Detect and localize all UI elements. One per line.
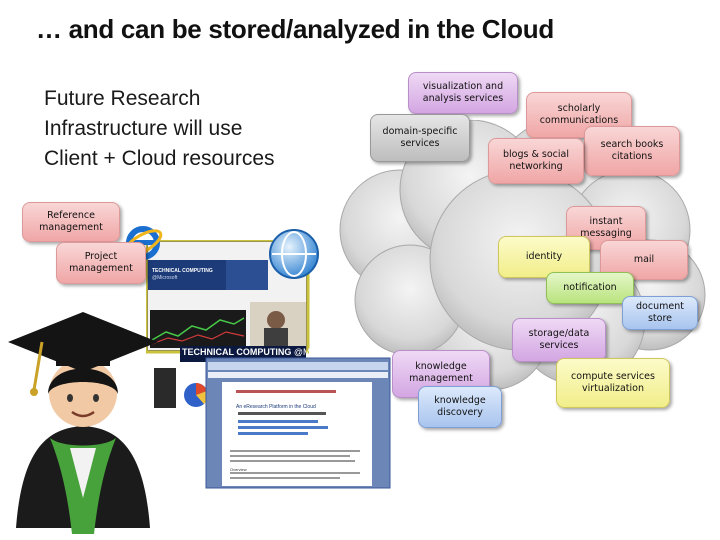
tc-banner: TECHNICAL COMPUTING @Microsoft — [182, 347, 340, 357]
doc-title: An eResearch Platform in the Cloud — [236, 404, 316, 410]
doc-overview: Overview — [230, 467, 247, 472]
tc-header-sub: @Microsoft — [152, 275, 178, 281]
box-identity: identity — [498, 236, 590, 278]
box-reference: Reference management — [22, 202, 120, 242]
box-domain: domain-specific services — [370, 114, 470, 162]
box-compute: compute services virtualization — [556, 358, 670, 408]
subtitle-line-1: Future Research — [44, 87, 201, 110]
tc-header: TECHNICAL COMPUTING — [152, 268, 213, 274]
graduate-icon — [8, 312, 158, 534]
box-project: Project management — [56, 242, 146, 284]
box-knowledge-discovery: knowledge discovery — [418, 386, 502, 428]
box-document: document store — [622, 296, 698, 330]
box-mail: mail — [600, 240, 688, 280]
tc-banner-brand: @Microsoft — [293, 347, 340, 357]
slide-subtitle: Future Research Infrastructure will use … — [44, 84, 344, 174]
slide-title: … and can be stored/analyzed in the Clou… — [36, 14, 554, 44]
box-search: search books citations — [584, 126, 680, 176]
cloud-service-icon — [269, 229, 319, 279]
box-storage: storage/data services — [512, 318, 606, 362]
box-blogs: blogs & social networking — [488, 138, 584, 184]
tc-banner-text: TECHNICAL COMPUTING — [182, 347, 292, 357]
box-scholarly: scholarly communications — [526, 92, 632, 138]
subtitle-line-2: Infrastructure will use — [44, 117, 243, 140]
subtitle-line-3: Client + Cloud resources — [44, 147, 275, 170]
research-platform-screenshots — [146, 240, 391, 489]
box-visualization: visualization and analysis services — [408, 72, 518, 114]
box-notification: notification — [546, 272, 634, 304]
